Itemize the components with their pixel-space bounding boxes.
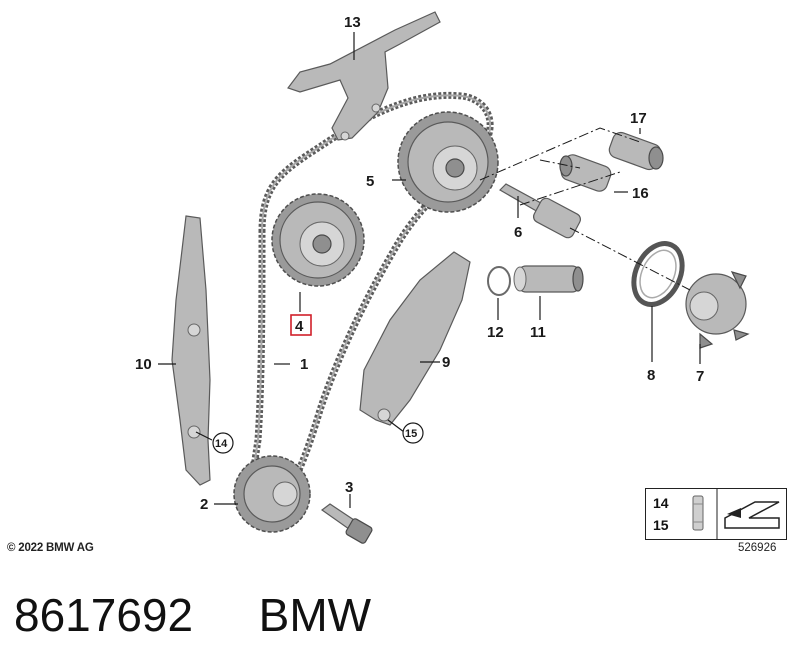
svg-text:14: 14 — [215, 438, 228, 450]
legend-label-14: 14 — [653, 495, 669, 511]
sleeve-icon — [692, 495, 704, 531]
camshaft-adjuster-5 — [397, 111, 499, 213]
highlight-box — [290, 314, 312, 336]
diagram-number: 526926 — [738, 542, 777, 554]
callout-7: 7 — [696, 368, 704, 385]
callout-16: 16 — [632, 185, 649, 202]
chain-tensioner-11 — [513, 265, 584, 293]
callout-17: 17 — [630, 110, 647, 127]
callout-13: 13 — [344, 14, 361, 31]
guide-rail-13 — [287, 11, 441, 141]
callout-4: 4 — [295, 318, 304, 335]
callout-8: 8 — [647, 367, 655, 384]
circled-callout-14: 14 — [212, 432, 234, 454]
callout-11: 11 — [530, 324, 546, 341]
callout-12: 12 — [487, 324, 504, 341]
rail-pin-icon — [724, 501, 780, 529]
legend-box: 14 15 — [645, 488, 787, 540]
callout-5: 5 — [366, 173, 374, 190]
callout-10: 10 — [135, 356, 152, 373]
part-number: 8617692 — [14, 589, 194, 641]
circled-callout-15: 15 — [402, 422, 424, 444]
timing-chain-diagram: 13 17 5 16 6 4 12 11 10 1 9 8 7 3 2 14 1… — [135, 11, 750, 544]
leader-lines — [158, 32, 701, 508]
callout-1: 1 — [300, 356, 308, 373]
adjuster-unit-7 — [685, 271, 750, 349]
callout-3: 3 — [345, 479, 353, 496]
footer: 8617692 BMW — [14, 588, 371, 642]
bolt-3 — [320, 503, 373, 544]
copyright-text: © 2022 BMW AG — [7, 542, 94, 554]
callout-labels: 13 17 5 16 6 4 12 11 10 1 9 8 7 3 2 — [135, 14, 704, 513]
camshaft-adjuster-4 — [271, 193, 365, 287]
central-valve-6 — [499, 183, 582, 239]
callout-9: 9 — [442, 354, 450, 371]
alignment-lines — [479, 127, 691, 291]
svg-text:15: 15 — [405, 428, 417, 440]
seal-ring-12 — [487, 266, 511, 296]
legend-label-15: 15 — [653, 517, 669, 533]
brand-name: BMW — [258, 589, 372, 641]
valve-17 — [608, 131, 664, 171]
crankshaft-sprocket-2 — [233, 455, 311, 533]
valve-16 — [559, 154, 612, 192]
tensioner-rail-10 — [171, 215, 211, 486]
guide-rail-9 — [359, 251, 471, 426]
callout-6: 6 — [514, 224, 522, 241]
callout-2: 2 — [200, 496, 208, 513]
